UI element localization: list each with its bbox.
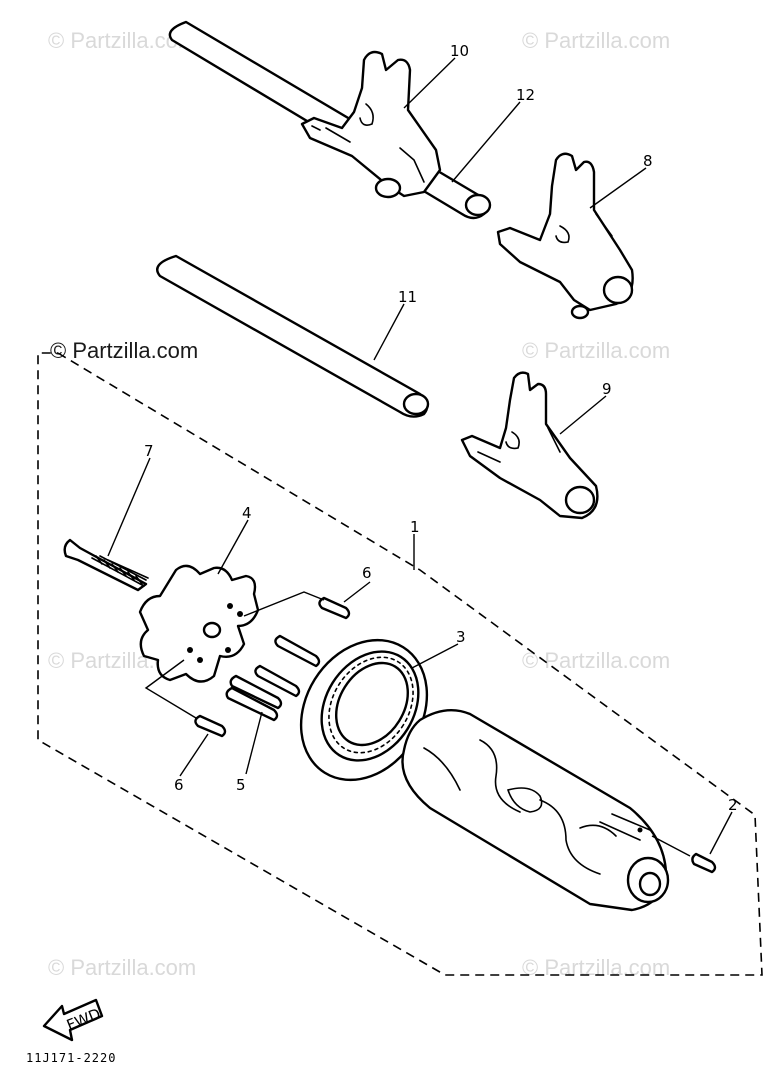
callout-8: 8 [643,152,653,170]
callout-1: 1 [410,518,420,536]
part-6-pin-lower[interactable] [144,659,227,738]
fwd-label: FWD [64,1005,103,1035]
callout-10: 10 [450,42,469,60]
part-8-shift-fork[interactable] [496,152,634,320]
part-2-pin[interactable] [651,835,717,874]
part-3-bearing[interactable] [276,617,453,804]
watermark: © Partzilla.com [50,338,198,363]
callout-2: 2 [728,796,738,814]
callout-5: 5 [236,776,246,794]
part-4-segment[interactable] [138,564,260,683]
callout-3: 3 [456,628,466,646]
callout-11: 11 [398,288,417,306]
callout-4: 4 [242,504,252,522]
watermark: © Partzilla.com [522,338,670,363]
leader-lines [107,57,733,855]
part-10-shift-fork[interactable] [300,50,442,199]
watermark: © Partzilla.com [522,955,670,980]
callout-7: 7 [144,442,154,460]
part-12-guide-bar[interactable] [168,20,492,220]
part-7-screw[interactable] [63,538,149,592]
callout-9: 9 [602,380,612,398]
part-9-shift-fork[interactable] [460,371,599,520]
part-6-pin-upper[interactable] [243,591,351,620]
callout-6-upper: 6 [362,564,372,582]
callout-12: 12 [516,86,535,104]
assembly-boundary [37,352,763,976]
shift-drum[interactable] [401,708,670,912]
diagram-code: 11J171-2220 [26,1051,116,1065]
callout-6-lower: 6 [174,776,184,794]
fwd-arrow-icon: FWD [42,998,103,1042]
watermark: © Partzilla.com [48,955,196,980]
watermark: © Partzilla.com [522,648,670,673]
part-11-guide-bar[interactable] [156,254,430,418]
watermark: © Partzilla.com [522,28,670,53]
part-5-pins[interactable] [225,634,321,722]
